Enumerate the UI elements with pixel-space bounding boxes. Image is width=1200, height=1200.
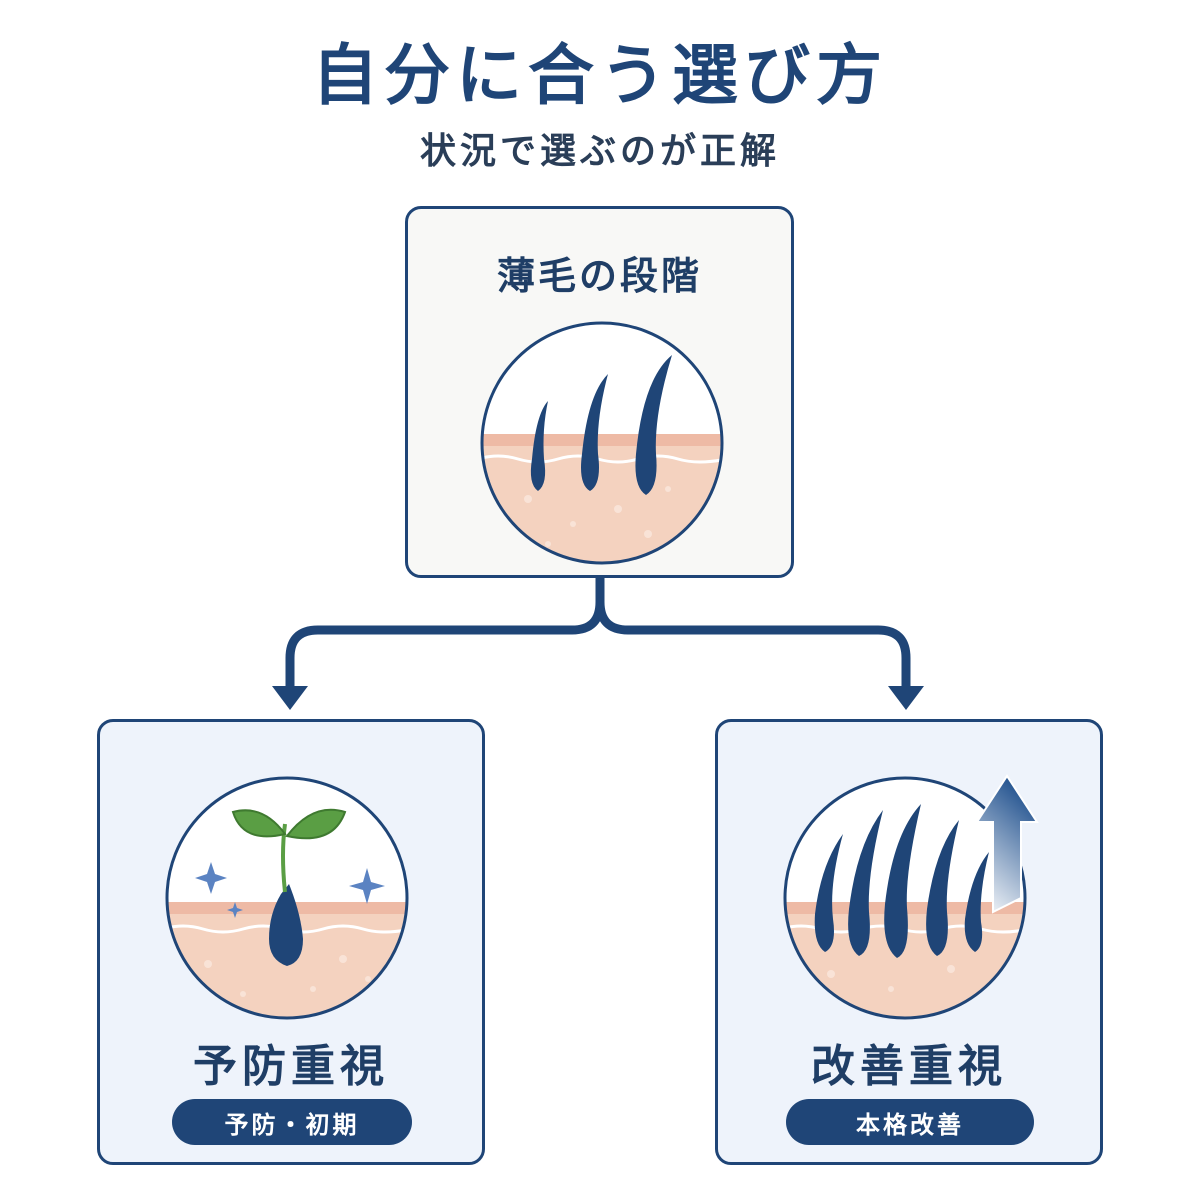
prevention-label: 予防重視 [193, 1041, 389, 1092]
page-title: 自分に合う選び方 [312, 37, 888, 114]
connector-stem [285, 573, 605, 695]
connector-right [595, 597, 911, 695]
prevention-box: 予防重視 予防・初期 [97, 719, 485, 1165]
arrowhead-right [888, 686, 924, 710]
hair-loss-stage-box: 薄毛の段階 [405, 206, 794, 578]
page-subtitle: 状況で選ぶのが正解 [419, 131, 780, 172]
improvement-label: 改善重視 [811, 1041, 1007, 1092]
dense-hair-growth-up-arrow-icon [781, 774, 1043, 1022]
hair-follicles-thinning-icon [478, 319, 726, 567]
improvement-box: 改善重視 本格改善 [715, 719, 1103, 1165]
sprout-on-scalp-icon [163, 774, 411, 1022]
arrowhead-left [272, 686, 308, 710]
prevention-tag-badge: 予防・初期 [172, 1099, 412, 1145]
improvement-tag-badge: 本格改善 [786, 1099, 1034, 1145]
stage-box-label: 薄毛の段階 [496, 254, 702, 298]
